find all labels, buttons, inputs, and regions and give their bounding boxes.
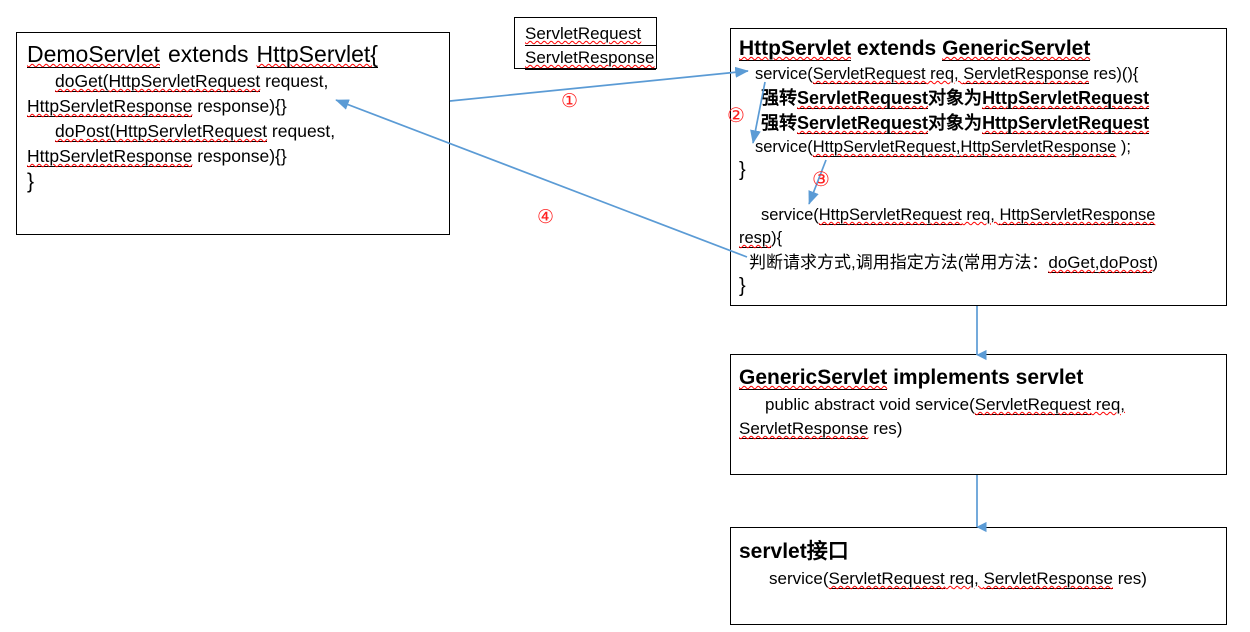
generic-servlet-title-class: GenericServlet	[739, 366, 888, 390]
http-servlet-service-call: service(HttpServletRequest,HttpServletRe…	[739, 136, 1218, 159]
step-marker-1: ①	[561, 90, 579, 112]
servlet-interface-title-name: servlet	[739, 540, 807, 563]
service-param2-type: ServletResponse	[963, 65, 1089, 84]
demo-servlet-title-super: HttpServlet{	[256, 41, 378, 68]
servlet-interface-title-suffix: 接口	[806, 540, 849, 563]
http-servlet-title: HttpServlet extends GenericServlet	[739, 34, 1218, 63]
servlet-interface-title: servlet接口	[739, 536, 1218, 567]
doget-param2-name: response){}	[192, 96, 287, 116]
cast-to-type-2: HttpServletRequest	[982, 113, 1150, 134]
http-servlet-title-class: HttpServlet	[739, 37, 852, 61]
cast-object-1: 对象为	[928, 88, 983, 108]
demo-servlet-doget-line: doGet(HttpServletRequest request,	[27, 69, 439, 94]
http-servlet-http-service-sig-2: resp){	[739, 227, 1218, 250]
http-servlet-box: HttpServlet extends GenericServlet servi…	[730, 28, 1227, 306]
servlet-response-label: ServletResponse	[525, 46, 656, 70]
http-servlet-service-sig: service(ServletRequest req, ServletRespo…	[739, 63, 1218, 86]
step-marker-3: ③	[812, 167, 830, 191]
servlet-request-label: ServletRequest	[525, 22, 656, 46]
http-service-name: service(	[761, 206, 819, 224]
cast-verb-1: 强转	[761, 88, 797, 108]
iface-param2-name: res)	[1112, 569, 1147, 588]
dopost-name: doPost(	[55, 121, 116, 142]
step-marker-2: ②	[727, 103, 745, 127]
generic-servlet-title-implements: implements servlet	[887, 366, 1084, 389]
cast-to-type-1: HttpServletRequest	[982, 88, 1150, 109]
service-param1-name: req,	[925, 65, 964, 83]
dispatch-methods: doGet,doPost	[1048, 253, 1153, 273]
service-param1-type: ServletRequest	[812, 65, 926, 84]
servlet-request-response-box: ServletRequest ServletResponse	[514, 17, 657, 70]
generic-servlet-title: GenericServlet implements servlet	[739, 363, 1218, 393]
servlet-interface-service-sig: service(ServletRequest req, ServletRespo…	[739, 567, 1218, 591]
http-service-open-brace: ){	[771, 229, 783, 247]
demo-servlet-title-class: DemoServlet	[27, 41, 160, 68]
demo-servlet-doget-line2: HttpServletResponse response){}	[27, 94, 439, 119]
http-servlet-http-service-sig: service(HttpServletRequest req, HttpServ…	[739, 204, 1218, 227]
http-servlet-cast-line-2: 强转ServletRequest对象为HttpServletRequest	[739, 111, 1218, 136]
step-marker-4: ④	[537, 206, 555, 228]
demo-servlet-dopost-line: doPost(HttpServletRequest request,	[27, 119, 439, 144]
service-name: service(	[755, 65, 813, 83]
http-servlet-cast-line-1: 强转ServletRequest对象为HttpServletRequest	[739, 86, 1218, 111]
cast-verb-2: 强转	[761, 113, 797, 133]
http-servlet-brace-2: }	[739, 275, 746, 297]
service-call-name: service(	[755, 138, 813, 156]
demo-servlet-title: DemoServlet extends HttpServlet{	[27, 39, 439, 69]
generic-servlet-service-sig-2: ServletResponse res)	[739, 417, 1218, 441]
doget-param2-type: HttpServletResponse	[27, 96, 193, 117]
servlet-interface-box: servlet接口 service(ServletRequest req, Se…	[730, 527, 1227, 625]
doget-param-name: request,	[260, 71, 329, 91]
generic-servlet-service-sig: public abstract void service(ServletRequ…	[739, 393, 1218, 417]
service-call-args: HttpServletRequest,HttpServletResponse	[812, 138, 1117, 157]
dopost-param-type: HttpServletRequest	[115, 121, 268, 142]
demo-servlet-dopost-line2: HttpServletResponse response){}	[27, 144, 439, 169]
dispatch-desc-text: 判断请求方式,调用指定方法(常用方法：	[749, 253, 1049, 272]
demo-servlet-closing-brace: }	[27, 170, 35, 193]
http-servlet-title-keyword: extends	[851, 37, 943, 60]
doget-param-type: HttpServletRequest	[108, 71, 261, 92]
cast-from-type-1: ServletRequest	[797, 88, 929, 109]
dopost-param2-name: response){}	[192, 146, 287, 166]
iface-param2-type: ServletResponse	[983, 569, 1113, 589]
dopost-param2-type: HttpServletResponse	[27, 146, 193, 167]
arrow-1-call-service	[449, 66, 749, 102]
generic-service-param1-name: req,	[1091, 395, 1126, 414]
iface-param1-name: req,	[944, 569, 984, 588]
http-servlet-title-super: GenericServlet	[942, 37, 1091, 61]
demo-servlet-title-keyword: extends	[167, 41, 249, 67]
dopost-param-name: request,	[267, 121, 336, 141]
generic-service-param2-name: res)	[868, 419, 903, 438]
http-servlet-dispatch-desc: 判断请求方式,调用指定方法(常用方法：doGet,doPost)	[739, 250, 1218, 275]
http-service-param2-type: HttpServletResponse	[999, 206, 1156, 225]
http-service-param2-name: resp	[739, 229, 772, 248]
http-service-param1-name: req,	[961, 206, 1000, 224]
cast-from-type-2: ServletRequest	[797, 113, 929, 134]
cast-object-2: 对象为	[928, 113, 983, 133]
service-param2-name: res)(){	[1088, 65, 1139, 83]
generic-service-param1-type: ServletRequest	[974, 395, 1091, 415]
doget-name: doGet(	[55, 71, 109, 92]
http-service-param1-type: HttpServletRequest	[818, 206, 962, 225]
generic-servlet-box: GenericServlet implements servlet public…	[730, 354, 1227, 475]
http-servlet-brace-1: }	[739, 159, 746, 181]
iface-service-name: service(	[769, 569, 829, 588]
generic-service-param2-type: ServletResponse	[739, 419, 869, 439]
service-call-end: );	[1116, 138, 1132, 156]
dispatch-desc-close: )	[1152, 253, 1159, 272]
generic-service-name: public abstract void service(	[765, 395, 975, 414]
iface-param1-type: ServletRequest	[828, 569, 945, 589]
